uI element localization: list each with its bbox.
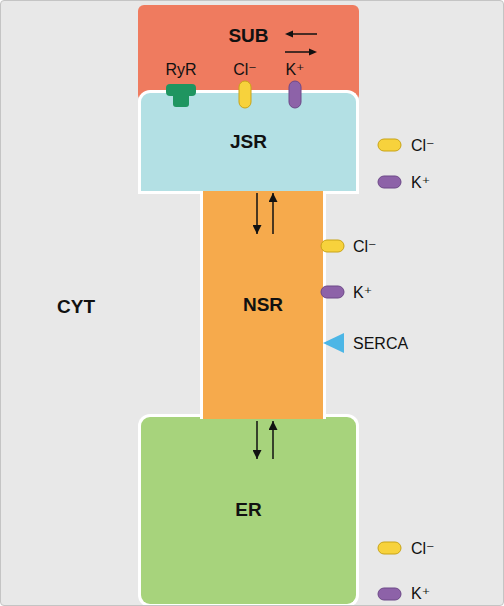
chloride-channel	[378, 542, 401, 554]
channel-label: K⁺	[411, 174, 430, 191]
potassium-channel	[321, 286, 344, 298]
potassium-channel	[289, 81, 301, 108]
compartment-name: NSR	[243, 294, 283, 316]
chloride-channel	[321, 240, 344, 252]
exchange-arrows	[285, 31, 317, 56]
flux-arrow	[285, 51, 311, 53]
compartment-name: SUB	[228, 25, 268, 47]
channel-label: Cl⁻	[353, 238, 377, 255]
channel-label: SERCA	[353, 335, 408, 352]
flux-arrow	[272, 193, 274, 234]
flux-arrow	[272, 421, 274, 459]
potassium-channel	[378, 176, 401, 188]
channel-label: K⁺	[285, 61, 304, 78]
ryr-cap	[166, 84, 196, 96]
arrowhead	[309, 49, 317, 56]
flux-arrow	[291, 33, 317, 35]
region-label: CYT	[57, 296, 95, 317]
channel-label: RyR	[165, 61, 196, 78]
potassium-channel	[378, 588, 401, 600]
flux-arrow	[256, 193, 258, 234]
flux-arrow	[256, 421, 258, 459]
chloride-channel	[378, 139, 401, 151]
compartment-box: NSR	[200, 236, 326, 419]
channel-label: K⁺	[353, 284, 372, 301]
compartment-name: ER	[235, 499, 261, 521]
arrowhead	[285, 31, 293, 38]
compartment-name: JSR	[230, 131, 267, 153]
channel-label: Cl⁻	[411, 540, 435, 557]
ryr-channel	[166, 84, 196, 107]
serca-pump	[323, 333, 344, 353]
chloride-channel	[239, 81, 251, 108]
channel-label: Cl⁻	[411, 137, 435, 154]
channel-label: Cl⁻	[233, 61, 257, 78]
compartment-box: ER	[138, 461, 359, 606]
channel-label: K⁺	[411, 585, 430, 602]
